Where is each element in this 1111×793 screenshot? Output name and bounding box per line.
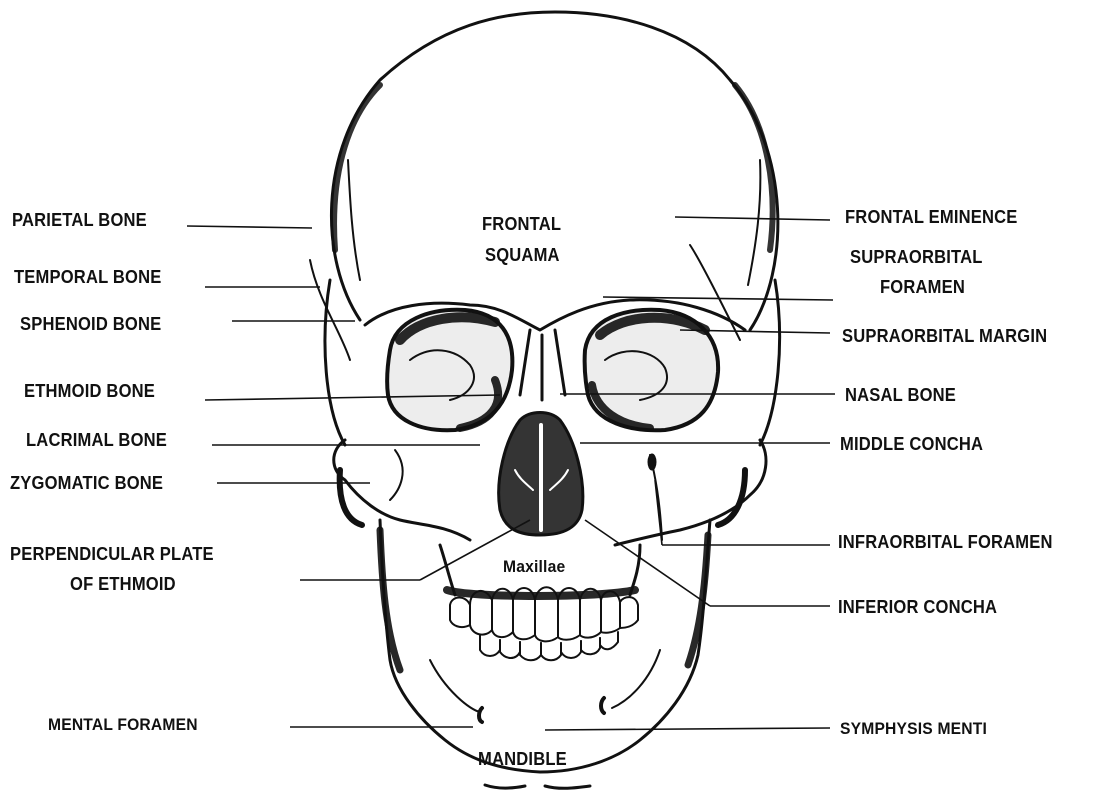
zygomatic-left <box>334 440 470 540</box>
label-sphenoid-bone: SPHENOID BONE <box>20 313 161 335</box>
label-nasal-bone: NASAL BONE <box>845 384 956 406</box>
label-maxillae: Maxillae <box>503 556 565 578</box>
label-perpendicular-plate-line2: OF ETHMOID <box>70 573 176 595</box>
label-zygomatic-bone: ZYGOMATIC BONE <box>10 472 163 494</box>
leader-frontal-eminence <box>675 217 830 220</box>
label-infraorbital-foramen: INFRAORBITAL FORAMEN <box>838 531 1053 553</box>
nasal-bones <box>520 330 565 400</box>
leader-parietal <box>187 226 312 228</box>
label-frontal-eminence: FRONTAL EMINENCE <box>845 206 1018 228</box>
label-parietal-bone: PARIETAL BONE <box>12 209 147 231</box>
label-squama: SQUAMA <box>485 244 560 266</box>
leader-symphysis <box>545 728 830 730</box>
label-symphysis-menti: SYMPHYSIS MENTI <box>840 718 987 740</box>
label-temporal-bone: TEMPORAL BONE <box>14 266 161 288</box>
temporal-left <box>325 280 345 445</box>
infraorbital-foramen <box>648 454 656 470</box>
label-perpendicular-plate-line1: PERPENDICULAR PLATE <box>10 543 214 565</box>
label-supraorbital-foramen-line1: SUPRAORBITAL <box>850 246 983 268</box>
label-supraorbital-margin: SUPRAORBITAL MARGIN <box>842 325 1047 347</box>
label-middle-concha: MIDDLE CONCHA <box>840 433 983 455</box>
label-lacrimal-bone: LACRIMAL BONE <box>26 429 167 451</box>
label-mental-foramen: MENTAL FORAMEN <box>48 714 198 736</box>
label-frontal: FRONTAL <box>482 213 561 235</box>
label-inferior-concha: INFERIOR CONCHA <box>838 596 997 618</box>
label-ethmoid-bone: ETHMOID BONE <box>24 380 155 402</box>
mental-foramen-left <box>479 708 482 722</box>
label-mandible: MANDIBLE <box>478 748 567 770</box>
label-supraorbital-foramen-line2: FORAMEN <box>880 276 965 298</box>
mental-foramen-right <box>601 698 604 713</box>
